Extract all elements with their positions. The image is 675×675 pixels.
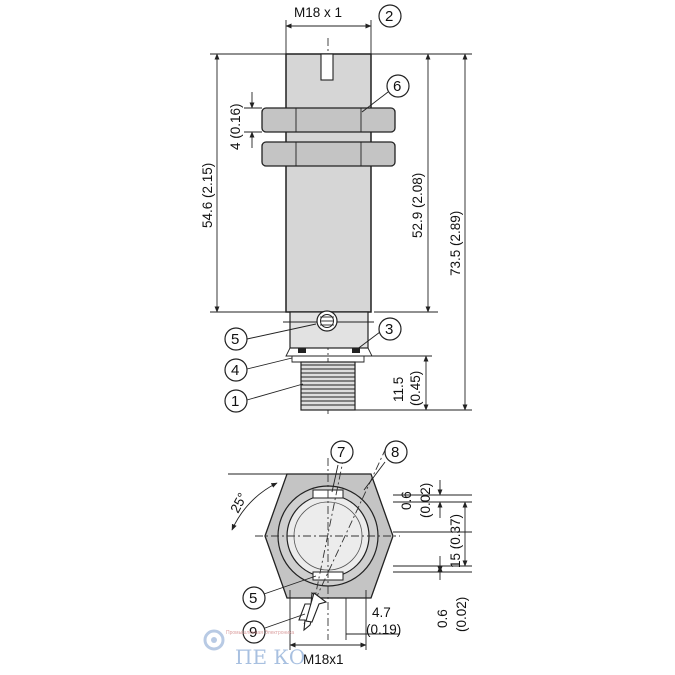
watermark-text: ПЕ КО <box>235 645 305 669</box>
front-view: 25° 0.6 (0.02) 15 (0.37) 0.6 (0.02) 4.7 … <box>227 440 472 667</box>
dim-offset-mm: 4.7 <box>372 605 391 620</box>
callout-2: 2 <box>378 4 402 28</box>
dim-offset-in: (0.19) <box>366 622 401 637</box>
dim-bottom-in: (0.02) <box>454 597 469 632</box>
svg-text:4: 4 <box>231 362 239 379</box>
dim-top-mm: 0.6 <box>399 491 414 510</box>
svg-text:3: 3 <box>385 321 393 338</box>
gear-icon <box>203 629 225 651</box>
callout-1: 1 <box>224 383 304 413</box>
dim-nut-thickness: 4 (0.16) <box>228 92 262 150</box>
thread-label-top: M18 x 1 <box>294 5 342 20</box>
thread-label-bottom: M18x1 <box>303 652 344 667</box>
watermark-subtext: Промышленная Электроника <box>226 630 294 636</box>
side-view: M18 x 1 4 (0.16) 54.6 (2.15) 52.9 (2.08) <box>200 4 472 415</box>
watermark: Промышленная Электроника ПЕ КО <box>203 629 305 669</box>
dim-side: 15 (0.37) <box>448 514 463 568</box>
callout-6: 6 <box>361 74 410 113</box>
nut-thickness-label: 4 (0.16) <box>228 103 243 150</box>
sensor-barrel <box>285 53 372 313</box>
led-indicator <box>316 310 338 332</box>
svg-text:7: 7 <box>337 444 345 461</box>
adjustment-slot <box>320 53 334 81</box>
angle-label: 25° <box>227 490 250 515</box>
svg-text:9: 9 <box>249 624 257 641</box>
callout-4: 4 <box>224 357 293 382</box>
dim-housing-length: 52.9 (2.08) <box>371 53 438 313</box>
connector-length-in: (0.45) <box>408 371 423 406</box>
svg-text:8: 8 <box>391 444 399 461</box>
callout-3: 3 <box>355 317 402 351</box>
dim-body-length: 54.6 (2.15) <box>200 53 286 313</box>
svg-text:2: 2 <box>385 8 393 25</box>
callout-7: 7 <box>330 440 354 493</box>
adjust-arrow <box>298 591 328 632</box>
dim-connector-length: 11.5 (0.45) <box>372 355 432 411</box>
mounting-nuts <box>261 107 396 167</box>
callout-9: 9 <box>242 613 306 644</box>
dim-thread-top: M18 x 1 <box>285 5 372 54</box>
total-length-label: 73.5 (2.89) <box>448 211 463 276</box>
svg-text:5: 5 <box>231 331 239 348</box>
dim-total-length: 73.5 (2.89) <box>355 53 472 411</box>
housing-length-label: 52.9 (2.08) <box>410 173 425 238</box>
connector-thread <box>291 356 365 411</box>
dim-bottom-mm: 0.6 <box>435 609 450 628</box>
svg-text:1: 1 <box>231 393 239 410</box>
callout-5-front: 5 <box>242 575 317 610</box>
svg-text:6: 6 <box>393 78 401 95</box>
callout-5-side: 5 <box>224 323 317 351</box>
body-length-label: 54.6 (2.15) <box>200 163 215 228</box>
callout-8: 8 <box>363 440 408 491</box>
dim-top-in: (0.02) <box>418 483 433 518</box>
connector-length-mm: 11.5 <box>391 377 406 402</box>
svg-text:5: 5 <box>249 590 257 607</box>
